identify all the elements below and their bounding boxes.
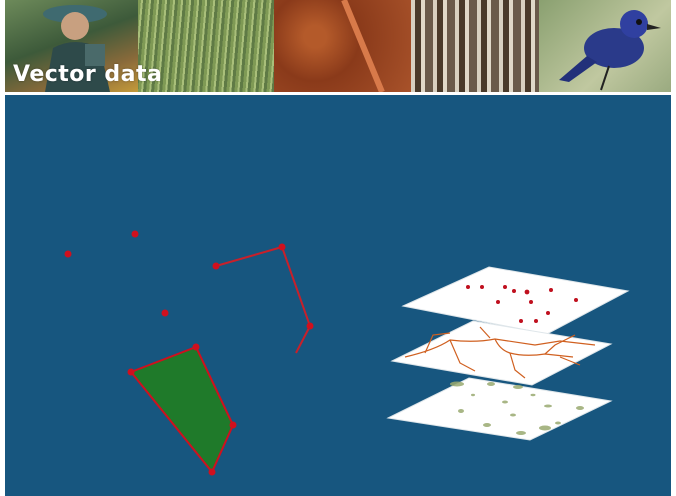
person-silhouette-icon xyxy=(43,5,110,92)
point-features xyxy=(64,230,169,317)
banner-photo-grass xyxy=(138,0,274,92)
header-banner: Vector data xyxy=(5,0,671,92)
banner-photo-soil xyxy=(274,0,411,92)
point-feature xyxy=(64,250,72,258)
layer-stack xyxy=(386,266,630,441)
slide-content xyxy=(5,95,671,496)
track-line-icon xyxy=(341,0,385,92)
vector-illustration xyxy=(64,230,630,476)
line-feature xyxy=(212,243,314,354)
bird-icon xyxy=(559,10,661,91)
layer-points xyxy=(401,266,630,335)
banner-photo-person xyxy=(5,0,138,92)
polygon-feature xyxy=(127,343,237,476)
point-feature xyxy=(161,309,169,317)
page-title: Vector data xyxy=(13,62,163,87)
point-feature xyxy=(131,230,139,238)
layer-lines xyxy=(390,320,613,386)
banner-photo-forest xyxy=(411,0,539,92)
banner-photo-bird xyxy=(539,0,671,92)
layer-polygons xyxy=(386,377,613,441)
